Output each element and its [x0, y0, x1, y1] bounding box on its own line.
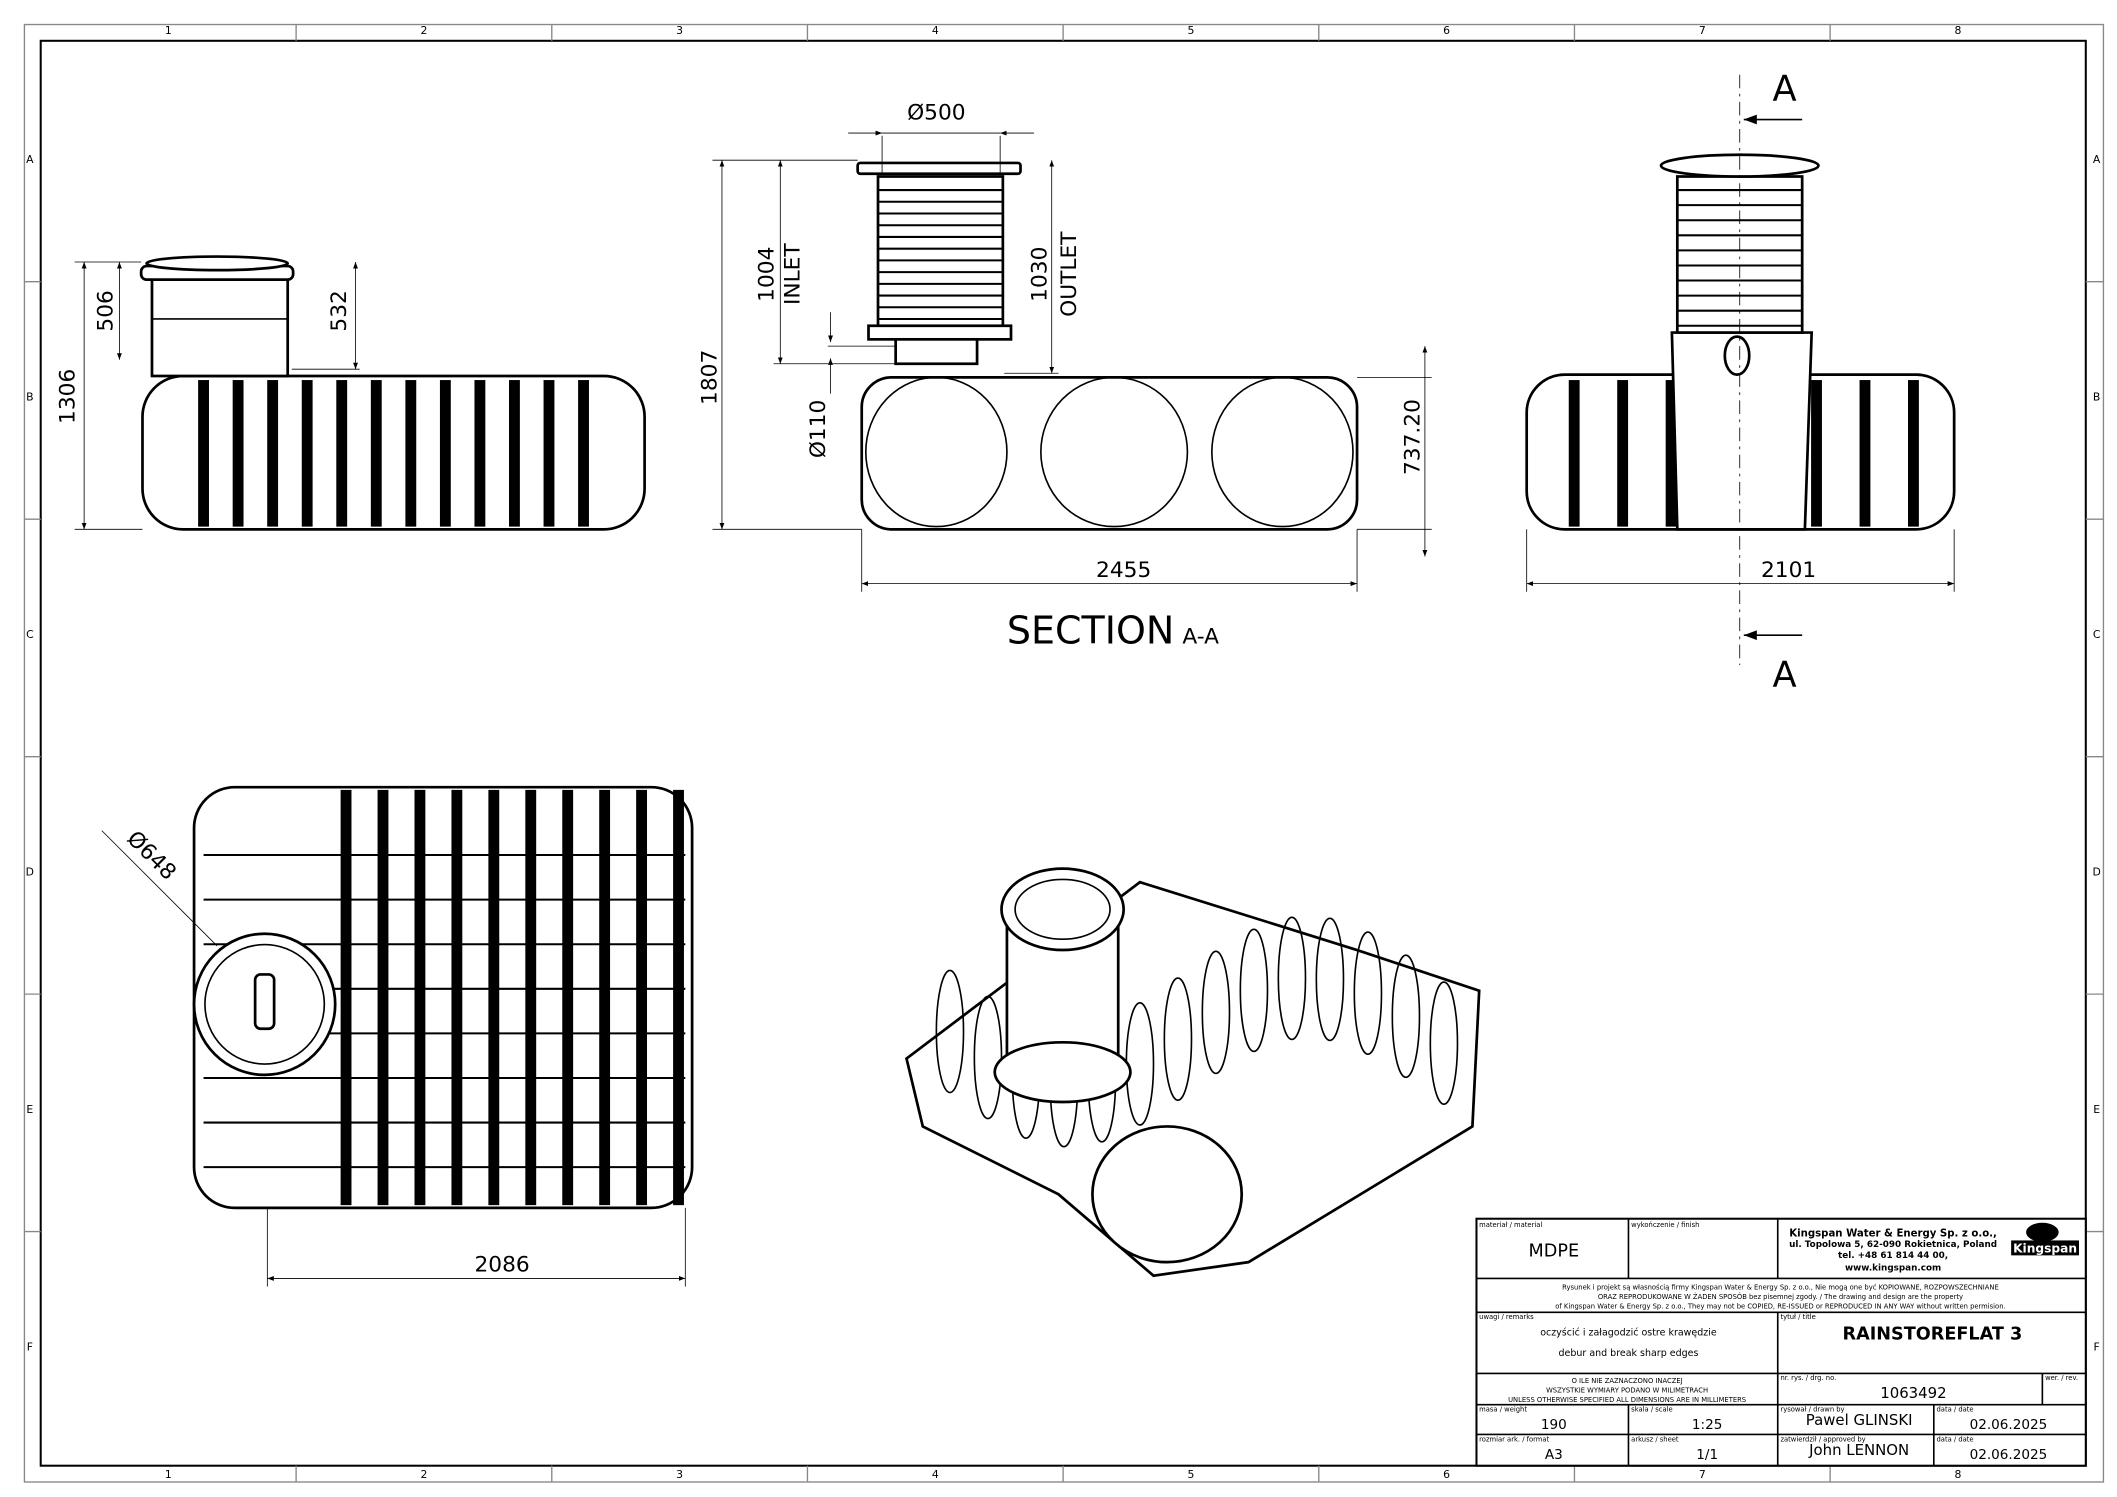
units-note-3: UNLESS OTHERWISE SPECIFIED ALL DIMENSION…: [1508, 1396, 1746, 1404]
remarks-en: debur and break sharp edges: [1559, 1348, 1699, 1359]
drg-no-label: nr. rys. / drg. no.: [1780, 1374, 1836, 1382]
approved-by: John LENNON: [1808, 1441, 1909, 1459]
side-view-left: 1306 506 532: [56, 255, 646, 531]
section-mark-bottom: A: [1772, 655, 1796, 696]
format: A3: [1545, 1447, 1563, 1463]
company-phone: tel. +48 61 814 44 00,: [1838, 1251, 1948, 1261]
grid-column-label: 5: [1187, 24, 1194, 37]
grid-row-label: C: [2093, 628, 2101, 641]
copyright-line-3: of Kingspan Water & Energy Sp. z o.o., T…: [1555, 1302, 2005, 1310]
side-view-right: A A 2101: [1525, 69, 1956, 696]
remarks-pl: oczyścić i załagodzić ostre krawędzie: [1540, 1327, 1717, 1338]
section-mark-top: A: [1772, 69, 1796, 110]
copyright-line-1: Rysunek i projekt są własnością firmy Ki…: [1562, 1283, 1999, 1291]
grid-column-label: 6: [1443, 24, 1450, 37]
weight: 190: [1541, 1417, 1567, 1433]
grid-column-label: 1: [165, 24, 172, 37]
grid-column-label: 8: [1955, 1468, 1962, 1481]
svg-text:Kingspan: Kingspan: [2013, 1242, 2077, 1256]
company-address: ul. Topolowa 5, 62-090 Rokietnica, Polan…: [1789, 1240, 1997, 1250]
format-label: rozmiar ark. / format: [1479, 1435, 1549, 1443]
material-label: materiał / material: [1479, 1221, 1542, 1229]
grid-column-label: 3: [676, 24, 683, 37]
grid-row-label: A: [2093, 153, 2101, 166]
drawing-frame: [23, 23, 2105, 1483]
approved-date-label: data / date: [1937, 1435, 1974, 1443]
scale: 1:25: [1692, 1417, 1722, 1433]
grid-column-label: 2: [420, 24, 427, 37]
dim-pipe-diameter: Ø110: [806, 400, 831, 459]
dim-737: 737.20: [1400, 399, 1425, 475]
grid-column-label: 3: [676, 1468, 683, 1481]
company-web: www.kingspan.com: [1845, 1263, 1941, 1273]
dim-506: 506: [94, 290, 119, 331]
grid-column-label: 1: [165, 1468, 172, 1481]
grid-column-label: 4: [932, 1468, 939, 1481]
remarks-label: uwagi / remarks: [1479, 1313, 1534, 1321]
inlet-label: INLET: [780, 243, 805, 305]
grid-row-label: B: [2093, 390, 2100, 403]
dim-lid-diameter: Ø500: [907, 101, 966, 126]
outlet-label: OUTLET: [1057, 231, 1082, 317]
drawn-by: Pawel GLINSKI: [1806, 1411, 1913, 1429]
dim-2455: 2455: [1096, 558, 1151, 583]
drg-no: 1063492: [1880, 1384, 1946, 1402]
top-view: Ø648 2086: [101, 785, 694, 1287]
grid-row-label: B: [26, 390, 33, 403]
grid-row-label: A: [26, 153, 34, 166]
sheet: 1/1: [1696, 1447, 1718, 1463]
grid-column-label: 2: [420, 1468, 427, 1481]
grid-column-label: 5: [1187, 1468, 1194, 1481]
grid-row-label: F: [2094, 1340, 2100, 1353]
section-view: Ø500 1807 1004 INLET 1030 OUTLET Ø110 73…: [698, 101, 1432, 652]
grid-column-label: 7: [1699, 24, 1706, 37]
grid-row-label: D: [26, 865, 34, 878]
company-name: Kingspan Water & Energy Sp. z o.o.,: [1789, 1228, 1997, 1239]
units-note-1: O ILE NIE ZAZNACZONO INACZEJ: [1572, 1377, 1683, 1385]
sheet-label: arkusz / sheet: [1631, 1435, 1679, 1443]
dim-1030: 1030: [1027, 247, 1052, 302]
drawn-date-label: data / date: [1937, 1405, 1974, 1413]
rev-label: wer. / rev.: [2045, 1374, 2078, 1382]
drawing-title: RAINSTOREFLAT 3: [1843, 1324, 2023, 1344]
title-block: materiał / material MDPE wykończenie / f…: [1475, 1217, 2087, 1467]
grid-row-label: E: [2093, 1103, 2100, 1116]
dim-cover-diameter: Ø648: [122, 826, 181, 885]
dim-532: 532: [327, 290, 352, 331]
grid-row-label: F: [27, 1340, 33, 1353]
dim-1807: 1807: [698, 350, 723, 405]
grid-column-label: 8: [1955, 24, 1962, 37]
grid-column-label: 6: [1443, 1468, 1450, 1481]
grid-row-label: D: [2092, 865, 2100, 878]
grid-column-label: 7: [1699, 1468, 1706, 1481]
grid-row-label: E: [26, 1103, 33, 1116]
approved-date: 02.06.2025: [1970, 1447, 2048, 1463]
kingspan-logo: Kingspan: [2011, 1222, 2080, 1256]
dim-2086: 2086: [474, 1253, 529, 1278]
material-value: MDPE: [1529, 1242, 1580, 1262]
approved-by-label: zatwierdził / approved by: [1780, 1435, 1865, 1443]
copyright-line-2: ORAZ REPRODUKOWANE W ŻADEN SPOSÓB bez pi…: [1598, 1292, 1963, 1301]
dim-1004: 1004: [755, 247, 780, 302]
grid-row-label: C: [26, 628, 34, 641]
drawn-date: 02.06.2025: [1970, 1417, 2048, 1433]
drawn-by-label: rysował / drawn by: [1780, 1405, 1844, 1413]
dim-1306: 1306: [56, 369, 81, 424]
scale-label: skala / scale: [1631, 1405, 1673, 1413]
finish-label: wykończenie / finish: [1631, 1221, 1699, 1229]
grid-column-label: 4: [932, 24, 939, 37]
weight-label: masa / weight: [1479, 1405, 1527, 1413]
isometric-view: [904, 867, 1481, 1278]
title-label: tytuł / title: [1780, 1313, 1815, 1321]
dim-2101: 2101: [1761, 558, 1816, 583]
units-note-2: WSZYSTKIE WYMIARY PODANO W MILIMETRACH: [1546, 1386, 1708, 1394]
